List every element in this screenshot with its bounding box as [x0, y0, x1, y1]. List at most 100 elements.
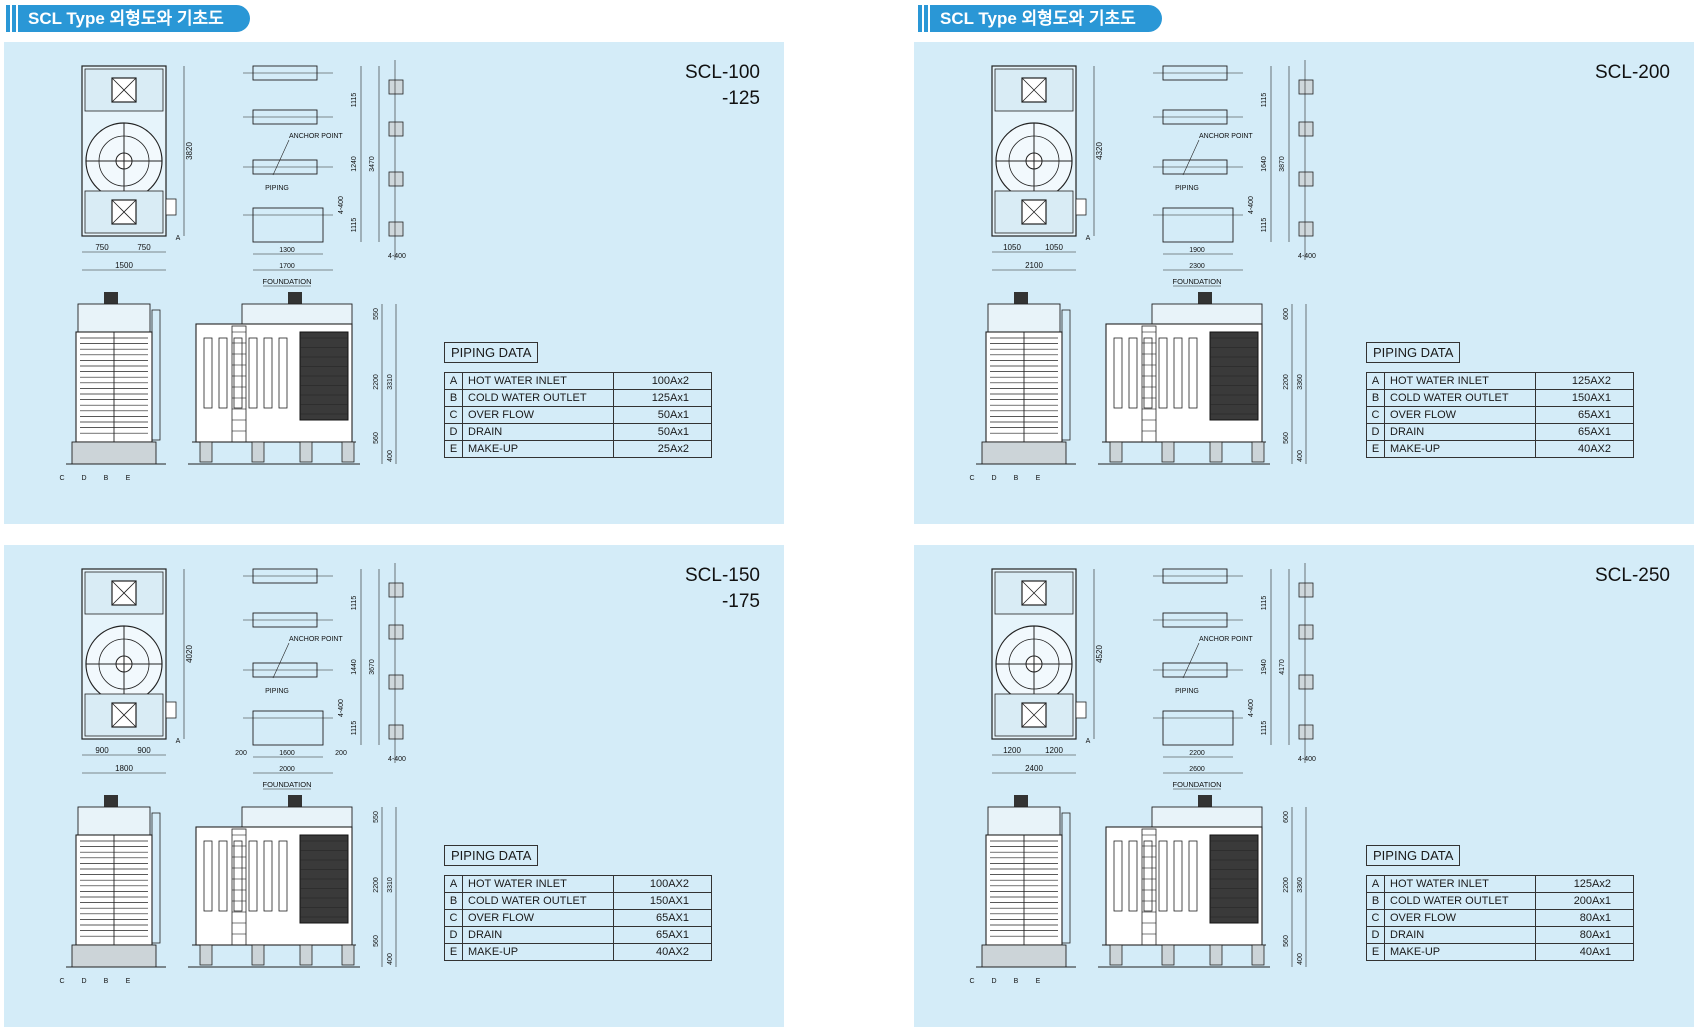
- connection-label: D: [81, 978, 86, 985]
- connection-name: MAKE-UP: [462, 943, 614, 961]
- section-header-left: SCL Type 외형도와 기초도: [6, 5, 250, 32]
- connection-label: E: [126, 475, 131, 482]
- connection-name: HOT WATER INLET: [1384, 875, 1536, 893]
- pipe-size: 150AX1: [1535, 389, 1634, 407]
- dimension-label: 1115: [1261, 218, 1268, 233]
- connection-label-a: A: [1086, 235, 1091, 242]
- dimension-label: 4-400: [388, 253, 406, 260]
- connection-name: COLD WATER OUTLET: [462, 389, 614, 407]
- connection-name: HOT WATER INLET: [462, 875, 614, 893]
- model-number-suffix: -175: [721, 591, 760, 612]
- dimension-label: 3470: [369, 156, 376, 172]
- model-number: SCL-100: [685, 62, 760, 83]
- anchor-point-label: ANCHOR POINT: [289, 636, 343, 643]
- dimension-label: 900: [137, 746, 151, 755]
- support-leg: [1209, 944, 1223, 966]
- connection-code: A: [1366, 372, 1385, 390]
- dimension-label: 4-400: [1298, 756, 1316, 763]
- dimension-label: 200: [335, 750, 347, 757]
- pipe-size: 100Ax2: [613, 372, 712, 390]
- dimension-label: 1050: [1003, 243, 1021, 252]
- dimension-label: 750: [137, 243, 151, 252]
- dimension-label: 600: [1283, 308, 1290, 320]
- model-title: SCL-100 -125: [685, 60, 760, 112]
- anchor-block: [1298, 121, 1314, 137]
- support-leg: [1251, 441, 1265, 463]
- anchor-point-label: ANCHOR POINT: [1199, 636, 1253, 643]
- piping-label: PIPING: [1175, 688, 1199, 695]
- foundation-block: [1162, 207, 1234, 243]
- dimension-label: 1900: [1189, 247, 1205, 254]
- support-leg: [299, 944, 313, 966]
- support-leg: [1209, 441, 1223, 463]
- dimension-label: 550: [373, 308, 380, 320]
- pipe-size: 125Ax2: [1535, 875, 1634, 893]
- dimension-label: 2200: [1283, 374, 1290, 390]
- header-accent-bars: [6, 5, 16, 32]
- connection-name: OVER FLOW: [1384, 909, 1536, 927]
- piping-data-title: PIPING DATA: [1366, 342, 1461, 363]
- dimension-label: 1050: [1045, 243, 1063, 252]
- pipe-size: 65AX1: [613, 909, 712, 927]
- dimension-label: 1200: [1003, 746, 1021, 755]
- connection-code: D: [444, 926, 463, 944]
- connection-code: C: [444, 406, 463, 424]
- foundation-label: FOUNDATION: [1172, 277, 1221, 286]
- anchor-point-label: ANCHOR POINT: [289, 133, 343, 140]
- connection-name: COLD WATER OUTLET: [1384, 389, 1536, 407]
- connection-code: E: [444, 943, 463, 961]
- motor: [288, 292, 302, 304]
- dimension-label: 1200: [1045, 746, 1063, 755]
- connection-label: C: [969, 475, 974, 482]
- support-leg: [1109, 944, 1123, 966]
- connection-code: B: [1366, 892, 1385, 910]
- model-title: SCL-250: [1595, 563, 1670, 589]
- connection-label: B: [104, 978, 109, 985]
- dimension-label: 1700: [279, 263, 295, 270]
- dimension-label: 3360: [1297, 374, 1304, 390]
- support-leg: [1161, 944, 1175, 966]
- dimension-label: 1115: [351, 596, 358, 611]
- dimension-label: 1800: [115, 764, 133, 773]
- dimension-label: 400: [1297, 953, 1304, 965]
- connection-code: D: [444, 423, 463, 441]
- piping-data-title: PIPING DATA: [1366, 845, 1461, 866]
- motor: [1014, 292, 1028, 304]
- pipe-size: 65AX1: [613, 926, 712, 944]
- connection-label-a: A: [1086, 738, 1091, 745]
- motor: [1198, 292, 1212, 304]
- pipe-size: 40Ax1: [1535, 943, 1634, 961]
- anchor-block: [388, 582, 404, 598]
- connection-label: B: [1014, 475, 1019, 482]
- model-number-suffix: -125: [721, 88, 760, 109]
- support-leg: [1109, 441, 1123, 463]
- pipe-size: 65AX1: [1535, 423, 1634, 441]
- section-title: SCL Type 외형도와 기초도: [930, 5, 1162, 32]
- foundation-view: ANCHOR POINTPIPINGFOUNDATION220026001115…: [1153, 563, 1316, 790]
- connection-name: HOT WATER INLET: [1384, 372, 1536, 390]
- pipe-size: 200Ax1: [1535, 892, 1634, 910]
- dimension-label: 1500: [115, 261, 133, 270]
- concrete-base: [71, 944, 157, 968]
- foundation-block: [252, 710, 324, 746]
- dimension-label: 4020: [185, 645, 194, 663]
- pipe-size: 40AX2: [613, 943, 712, 961]
